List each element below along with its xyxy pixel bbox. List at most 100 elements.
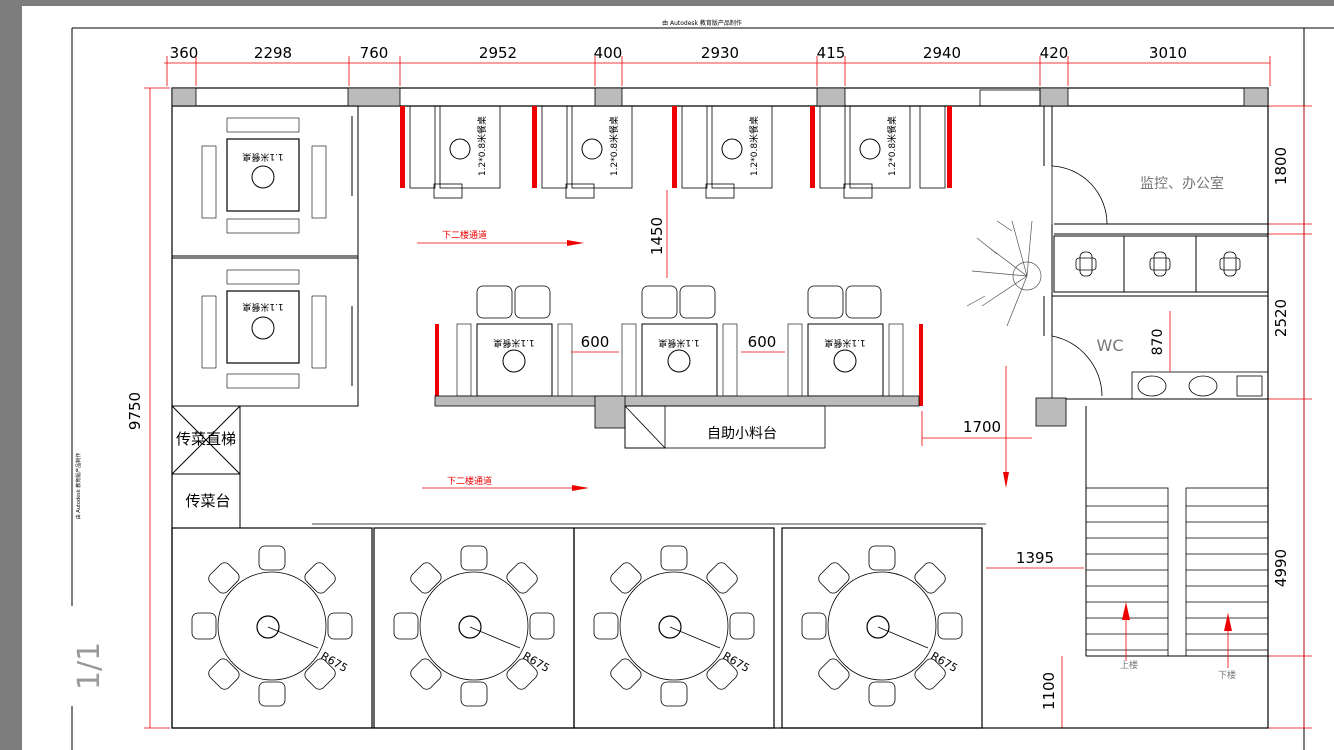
island-counter [434,395,920,407]
round-chair [327,612,353,640]
dim-right-1: 1800 [1272,147,1290,185]
floor-plan: 由 Autodesk 教育版产品制作 由 Autodesk 教育版产品制作 36… [71,19,1334,750]
stair-down-arrow: 下楼 [1218,613,1236,681]
wc-label: WC [1097,336,1124,355]
dim-inner-1450: 1450 [648,217,666,255]
stair-down-label: 下楼 [1218,669,1236,681]
round-table [419,571,529,681]
dim-right-2: 2520 [1272,299,1290,337]
round-chair [460,681,488,707]
radius-label: R675 [521,649,552,675]
dim-right-4: 1100 [1040,672,1058,710]
booth-table [711,105,773,189]
round-chair [868,545,896,571]
island-chair [476,285,513,319]
flow-label-top: 下二楼通道 [442,229,487,241]
stair-up-arrow: 上楼 [1120,602,1138,671]
radius-label: R675 [721,649,752,675]
booth-table-tag: 1.2*0.8米餐桌 [608,116,620,176]
booth-chair [705,183,735,199]
booth-table-center [449,138,471,160]
round-chair [410,658,442,690]
dim-top-4: 2952 [479,44,517,62]
island-table [807,323,884,397]
round-chair [460,545,488,571]
booth-chair [433,183,463,199]
buffet-label: 自助小料台 [707,426,777,442]
booth-table-tag: 1.2*0.8米餐桌 [886,116,898,176]
square-table-tag: 1.1米餐桌 [242,151,283,163]
booth-chair [565,183,595,199]
dim-inner-1700: 1700 [963,418,1001,436]
drawing-sheet: 由 Autodesk 教育版产品制作 由 Autodesk 教育版产品制作 36… [22,6,1334,750]
dim-right-3: 4990 [1272,549,1290,587]
round-chair [818,562,850,594]
dim-top-1: 360 [170,44,199,62]
island-table-center [502,349,526,373]
buffet-counter [624,405,826,449]
square-table-room2: 1.1米餐桌 [201,269,327,389]
radius-label: R675 [319,649,350,675]
booth-table-tag: 1.2*0.8米餐桌 [748,116,760,176]
dumbwaiter-label: 传菜直梯 [176,430,236,448]
round-chair [610,658,642,690]
tree-decoration [966,220,1042,327]
round-chair [208,658,240,690]
flow-arrow-bottom: 下二楼通道 [422,475,589,491]
round-chair [818,658,850,690]
round-table-center [256,615,280,639]
square-table-tag: 1.1米餐桌 [242,301,283,313]
booth-partition [400,106,405,188]
right-dimension-chain [1062,105,1312,729]
round-chair [610,562,642,594]
dim-top-2: 2298 [254,44,292,62]
round-chair [801,612,827,640]
round-chair [410,562,442,594]
round-room [171,527,373,729]
serving-label: 传菜台 [185,492,230,510]
round-chair [706,562,738,594]
booth-bench [409,105,436,189]
island-table [476,323,553,397]
radius-line [877,626,929,649]
round-chair [506,562,538,594]
island-table-center [667,349,691,373]
booth-bench [541,105,568,189]
booth-table-center [859,138,881,160]
side-title: 由 Autodesk 教育版产品制作 [75,453,82,520]
booth-table [439,105,501,189]
island-table-tag: 1.1米餐桌 [658,337,699,349]
booth-bench [919,105,946,189]
round-table [217,571,327,681]
top-window [979,89,1041,107]
island-chair [845,285,882,319]
central-dining-island: 1.1米餐桌 1.1米餐桌 1.1米餐桌 [435,285,923,406]
staircase [1085,487,1269,657]
dim-top-8: 2940 [923,44,961,62]
round-chair [593,612,619,640]
island-table-tag: 1.1米餐桌 [493,337,534,349]
booth-chair [843,183,873,199]
round-chair [706,658,738,690]
booth-partition [947,106,952,188]
island-table-tag: 1.1米餐桌 [824,337,865,349]
round-table-center [658,615,682,639]
island-bench [557,323,573,397]
flow-arrow-top: 下二楼通道 [417,229,584,246]
dim-top-9: 420 [1040,44,1069,62]
dim-top-10: 3010 [1149,44,1187,62]
booth-partition [672,106,677,188]
round-chair [729,612,755,640]
round-chair [304,562,336,594]
round-chair [208,562,240,594]
booth-bench [819,105,846,189]
round-chair [660,681,688,707]
round-room [781,527,983,729]
square-table-room1: 1.1米餐桌 [201,117,327,234]
radius-line [469,626,521,649]
booth-partition [810,106,815,188]
top-dimension-chain [164,56,1271,86]
radius-line [669,626,721,649]
